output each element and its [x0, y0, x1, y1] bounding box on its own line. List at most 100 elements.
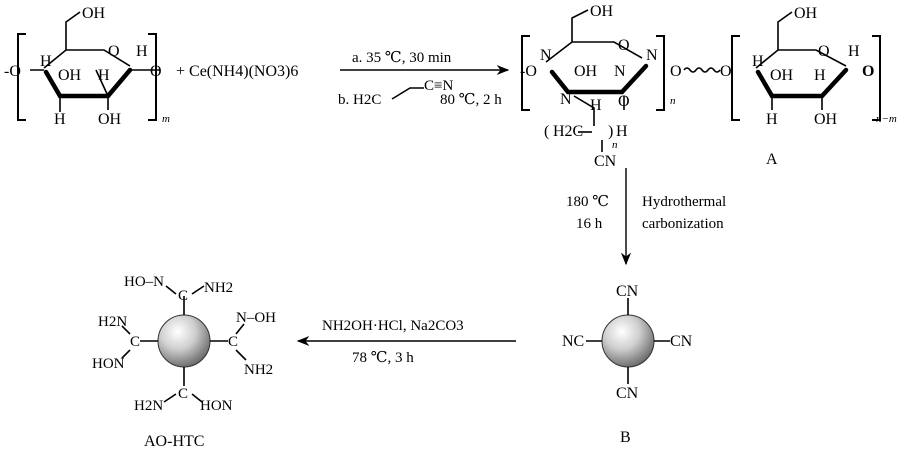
product-bottom-right: HON [200, 398, 233, 414]
acrylonitrile-bonds [391, 87, 424, 100]
glucose-h-bottom: H [54, 111, 66, 128]
a2-ring-top [755, 49, 847, 69]
glucose-h-mid: H [98, 67, 110, 84]
ch2oh-bond [65, 11, 81, 50]
a-o-keto: O [618, 93, 630, 110]
left-bracket [17, 33, 26, 121]
step2-arrow-group: 180 ℃ 16 h Hydrothermal carbonization [566, 168, 726, 266]
glucose-subscript-m: m [162, 113, 170, 125]
a2-oh-bottom: OH [814, 111, 838, 128]
step3-reagents: NH2OH·HCl, Na2CO3 [322, 318, 464, 334]
product-c-top: C [178, 288, 188, 304]
b-cn-left: NC [562, 333, 584, 350]
product-top-bonds [165, 285, 205, 295]
substituent-bonds [59, 69, 109, 112]
a-n-bottom: N [560, 91, 572, 108]
a-paren-open: ( [544, 123, 549, 140]
a2-oh-mid: OH [770, 67, 794, 84]
step1-condition-b-prefix: b. H2C [338, 92, 381, 108]
step2-line1: Hydrothermal [642, 194, 726, 210]
right-bracket [148, 33, 157, 121]
carbon-sphere-b [601, 314, 655, 368]
a2-ring-o: O [818, 43, 830, 60]
b-cn-top: CN [616, 283, 639, 300]
cellulose-unit: OH O -O H OH H H O H OH m [4, 5, 170, 128]
product-bottom-bonds [163, 393, 203, 403]
glucose-ring-o: O [108, 43, 120, 60]
b-cn-right: CN [670, 333, 693, 350]
a-cn: CN [594, 153, 617, 170]
a-ring-front [549, 63, 649, 95]
a-o-link: O [670, 63, 682, 80]
compound-b: CN NC CN CN B [562, 283, 693, 446]
a2-right-bracket [872, 35, 881, 121]
step2-temp: 180 ℃ [566, 194, 609, 210]
a-subscript-n2: n [612, 139, 618, 151]
a-bonds [571, 9, 625, 126]
a2-o-end: O [862, 63, 874, 80]
step1-condition-a: a. 35 ℃, 30 min [352, 50, 452, 66]
product-ao-htc: C HO–N NH2 C N–OH NH2 C H2N HON C H2N HO… [92, 274, 276, 450]
product-bottom-left: H2N [134, 398, 163, 414]
product-top-left: HO–N [124, 274, 164, 290]
glucose-h-right: H [136, 43, 148, 60]
a2-h2: H [848, 43, 860, 60]
compound-b-label: B [620, 429, 631, 446]
a2-oh-top: OH [794, 5, 818, 22]
a2-h1: H [752, 53, 764, 70]
product-c-left: C [130, 334, 140, 350]
product-right-top: N–OH [236, 310, 276, 326]
glucose-o-left: -O [4, 63, 21, 80]
a-o-left-end: -O [520, 63, 537, 80]
step1-nitrile: C≡N [424, 78, 453, 94]
a-n-inner: N [614, 63, 626, 80]
step2-line2: carbonization [642, 216, 724, 232]
b-cn-bottom: CN [616, 385, 639, 402]
compound-a-label: A [766, 151, 778, 168]
product-right-bonds [235, 323, 247, 361]
step2-time: 16 h [576, 216, 603, 232]
a2-o-left: O [720, 63, 732, 80]
ring-front-bonds [43, 67, 133, 99]
reagent-ceric-ammonium-nitrate: + Ce(NH4)(NO3)6 [176, 63, 298, 80]
step3-arrow-group: NH2OH·HCl, Na2CO3 78 ℃, 3 h [296, 318, 516, 366]
carbon-sphere-product [157, 314, 211, 368]
a-n-left: N [540, 47, 552, 64]
step1-condition-b-suffix: 80 ℃, 2 h [440, 92, 502, 108]
ring-top-bonds [43, 49, 131, 69]
a2-bonds [771, 11, 823, 110]
product-left-bonds [121, 325, 131, 359]
a2-subscript-nm: n−m [876, 113, 897, 125]
a-right-bracket [656, 35, 665, 111]
glucose-oh-mid: OH [58, 67, 82, 84]
a-wavy-link [683, 67, 721, 73]
a-ring-o: O [618, 37, 630, 54]
product-c-bottom: C [178, 386, 188, 402]
a-ring-top [545, 41, 643, 63]
glucose-oh-top: OH [82, 5, 106, 22]
b-cn-bonds [586, 298, 670, 384]
product-left-bottom: HON [92, 356, 125, 372]
glucose-h-left: H [40, 53, 52, 70]
a-oh-mid: OH [574, 63, 598, 80]
product-top-right: NH2 [204, 280, 233, 296]
compound-a: OH O N N -O OH N N O n H ( H2C ) H n CN … [520, 3, 897, 170]
step3-conditions: 78 ℃, 3 h [352, 350, 414, 366]
a-paren-close: ) [608, 123, 613, 140]
a2-h3: H [814, 67, 826, 84]
product-left-top: H2N [98, 314, 127, 330]
a2-h4: H [766, 111, 778, 128]
glucose-o-right: O [150, 63, 162, 80]
a2-left-bracket [731, 35, 740, 121]
a-oh-top: OH [590, 3, 614, 20]
step1-arrow-group: a. 35 ℃, 30 min b. H2C C≡N 80 ℃, 2 h [338, 50, 510, 108]
product-c-right: C [228, 334, 238, 350]
a-n-right: N [646, 47, 658, 64]
a-left-bracket [521, 35, 530, 111]
a-subscript-n: n [670, 95, 676, 107]
product-right-bottom: NH2 [244, 362, 273, 378]
a-h-chain: H [590, 97, 602, 114]
product-label: AO-HTC [144, 433, 204, 450]
a-h-right: H [616, 123, 628, 140]
